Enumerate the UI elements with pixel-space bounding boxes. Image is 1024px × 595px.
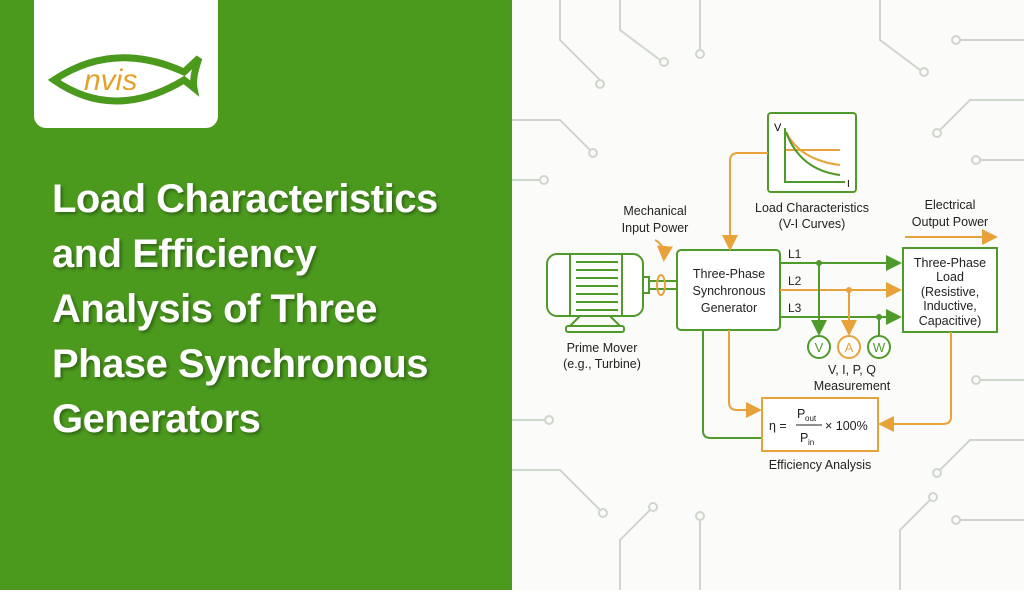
load-label: Load (936, 270, 964, 284)
meter-label: W (873, 340, 886, 355)
load-label: Capacitive) (919, 314, 982, 328)
numerator-sub: out (805, 414, 817, 423)
input-power-arrow (654, 239, 673, 262)
load-box (902, 247, 998, 333)
feedback-arrow (722, 152, 768, 251)
vi-curve-graph: V I (767, 112, 857, 193)
elec-output-label: Output Power (912, 215, 988, 229)
load-label: Inductive, (923, 299, 977, 313)
diagram-panel: V I Load Characteristics (V-I Curves) Me… (512, 0, 1024, 590)
mech-input-label: Mechanical (623, 204, 686, 218)
measurement-label: Measurement (814, 379, 891, 393)
load-label: (Resistive, (921, 285, 979, 299)
left-panel: nvis Load Characteristics and Efficiency… (0, 0, 512, 590)
generator-diagram: V I Load Characteristics (V-I Curves) Me… (512, 0, 1024, 590)
eta-label: η = (769, 419, 787, 433)
prime-mover-label: Prime Mover (567, 341, 638, 355)
title-line: Analysis of Three (52, 287, 377, 331)
circuit-traces (512, 0, 1024, 590)
mech-input-label: Input Power (622, 221, 689, 235)
prime-mover-label: (e.g., Turbine) (563, 357, 641, 371)
title-line: Generators (52, 397, 261, 441)
prime-mover-motor-icon (546, 253, 677, 333)
title-line: Load Characteristics (52, 177, 438, 221)
load-label: Three-Phase (914, 256, 986, 270)
meter-label: V (815, 340, 824, 355)
fish-logo-icon: nvis (47, 54, 203, 105)
page-title: Load Characteristics and Efficiency Anal… (52, 172, 502, 447)
efficiency-label: Efficiency Analysis (769, 458, 872, 472)
logo-text: nvis (84, 64, 137, 97)
formula-suffix: × 100% (825, 419, 868, 433)
elec-output-label: Electrical (925, 198, 976, 212)
logo: nvis (34, 0, 218, 128)
coupling-icon (656, 274, 666, 296)
title-line: Phase Synchronous (52, 342, 429, 386)
denominator-sub: in (808, 438, 814, 447)
meter-label: A (845, 340, 854, 355)
numerator: P (797, 407, 805, 421)
line-label: L2 (788, 274, 802, 288)
graph-x-label: I (847, 179, 850, 190)
generator-label: Three-Phase (693, 267, 765, 281)
measurement-label: V, I, P, Q (828, 363, 876, 377)
generator-label: Synchronous (693, 284, 766, 298)
graph-y-label: V (774, 122, 782, 134)
load-char-label: Load Characteristics (755, 201, 869, 215)
line-label: L3 (788, 301, 802, 315)
line-label: L1 (788, 247, 802, 261)
generator-label: Generator (701, 301, 757, 315)
efficiency-formula-box (761, 397, 879, 452)
ammeter-icon (837, 335, 861, 359)
wattmeter-icon (867, 335, 891, 359)
denominator: P (800, 431, 808, 445)
voltmeter-icon (807, 335, 831, 359)
load-char-label: (V-I Curves) (779, 217, 846, 231)
title-line: and Efficiency (52, 232, 317, 276)
